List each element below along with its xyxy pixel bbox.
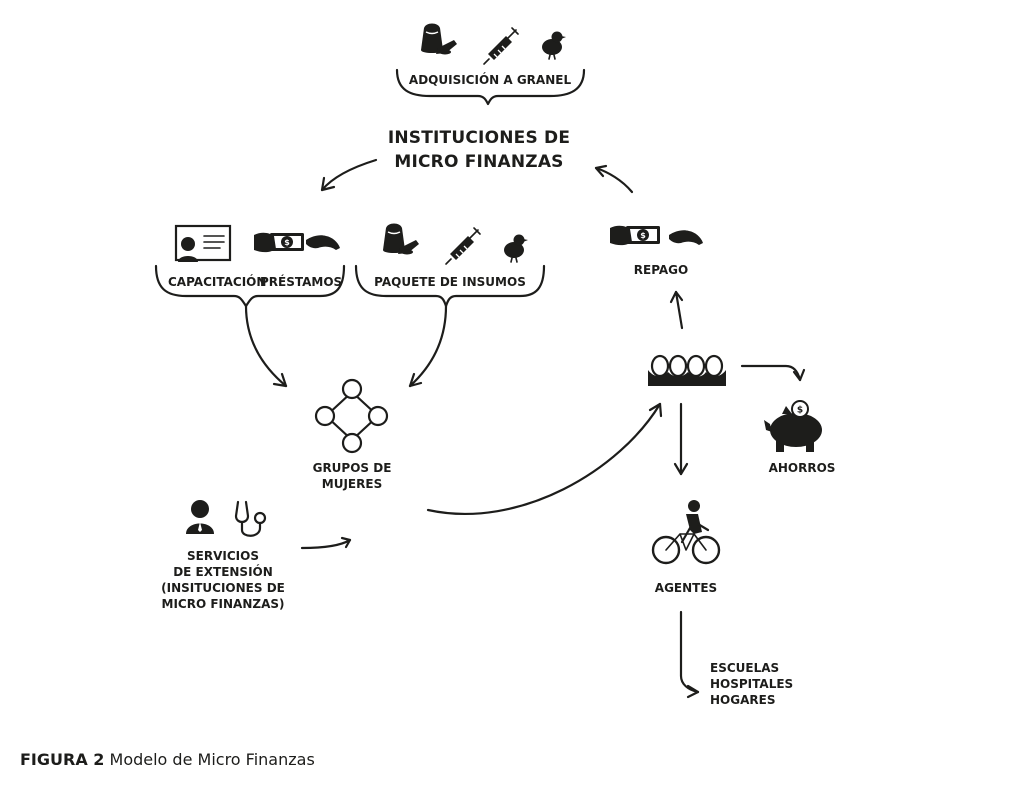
package-feed-sack-icon	[382, 222, 420, 256]
loan-cash-icon	[254, 232, 304, 253]
institutions-title: INSTITUCIONES DE MICRO FINANZAS	[387, 128, 571, 172]
package-chick-icon	[503, 233, 529, 263]
arrow-package-to-groups	[408, 304, 448, 388]
loan-hand-icon	[306, 235, 340, 250]
figure-caption-text: Modelo de Micro Finanzas	[109, 750, 315, 769]
agents-label: AGENTES	[654, 581, 718, 595]
arrow-eggs-to-savings	[740, 364, 802, 382]
arrow-eggs-to-repayment	[674, 290, 684, 330]
stethoscope-icon	[234, 500, 267, 537]
womens-groups-label: GRUPOS DE MUJERES	[312, 461, 392, 491]
repayment-hand-icon	[669, 230, 703, 245]
package-syringe-icon	[445, 227, 481, 265]
repayment-cash-icon	[610, 225, 660, 246]
arrow-loans-to-groups	[244, 304, 288, 388]
figure-caption: FIGURA 2 Modelo de Micro Finanzas	[20, 750, 315, 769]
arrow-repayment-to-institutions	[594, 166, 634, 194]
bulk-purchase-label: ADQUISICIÓN A GRANEL	[408, 73, 572, 87]
arrow-institutions-to-left	[320, 158, 378, 192]
presentation-board-icon	[174, 224, 232, 262]
extension-person-icon	[186, 500, 214, 534]
figure-caption-label: FIGURA 2	[20, 750, 105, 769]
bulk-chick-icon	[541, 30, 567, 60]
svg-text:$: $	[797, 406, 803, 416]
arrow-extension-to-groups	[300, 538, 352, 550]
piggy-bank-icon: $	[764, 400, 822, 452]
arrow-agents-to-destinations	[679, 610, 700, 694]
loans-label: PRÉSTAMOS	[260, 275, 343, 289]
bulk-purchase-brace	[395, 68, 586, 106]
savings-label: AHORROS	[768, 461, 836, 475]
extension-services-label: SERVICIOS DE EXTENSIÓN (INSITUCIONES DE …	[161, 549, 285, 611]
destinations-label: ESCUELAS HOSPITALES HOGARES	[710, 661, 794, 707]
bulk-feed-sack-icon	[420, 22, 458, 56]
input-package-label: PAQUETE DE INSUMOS	[374, 275, 526, 289]
arrow-groups-to-eggs	[426, 402, 662, 515]
repayment-label: REPAGO	[633, 263, 689, 277]
egg-tray-icon	[648, 354, 726, 386]
cyclist-icon	[651, 500, 721, 565]
bulk-syringe-icon	[483, 27, 519, 65]
training-label: CAPACITACIÓN	[168, 275, 267, 289]
womens-group-ring-icon	[314, 378, 389, 454]
